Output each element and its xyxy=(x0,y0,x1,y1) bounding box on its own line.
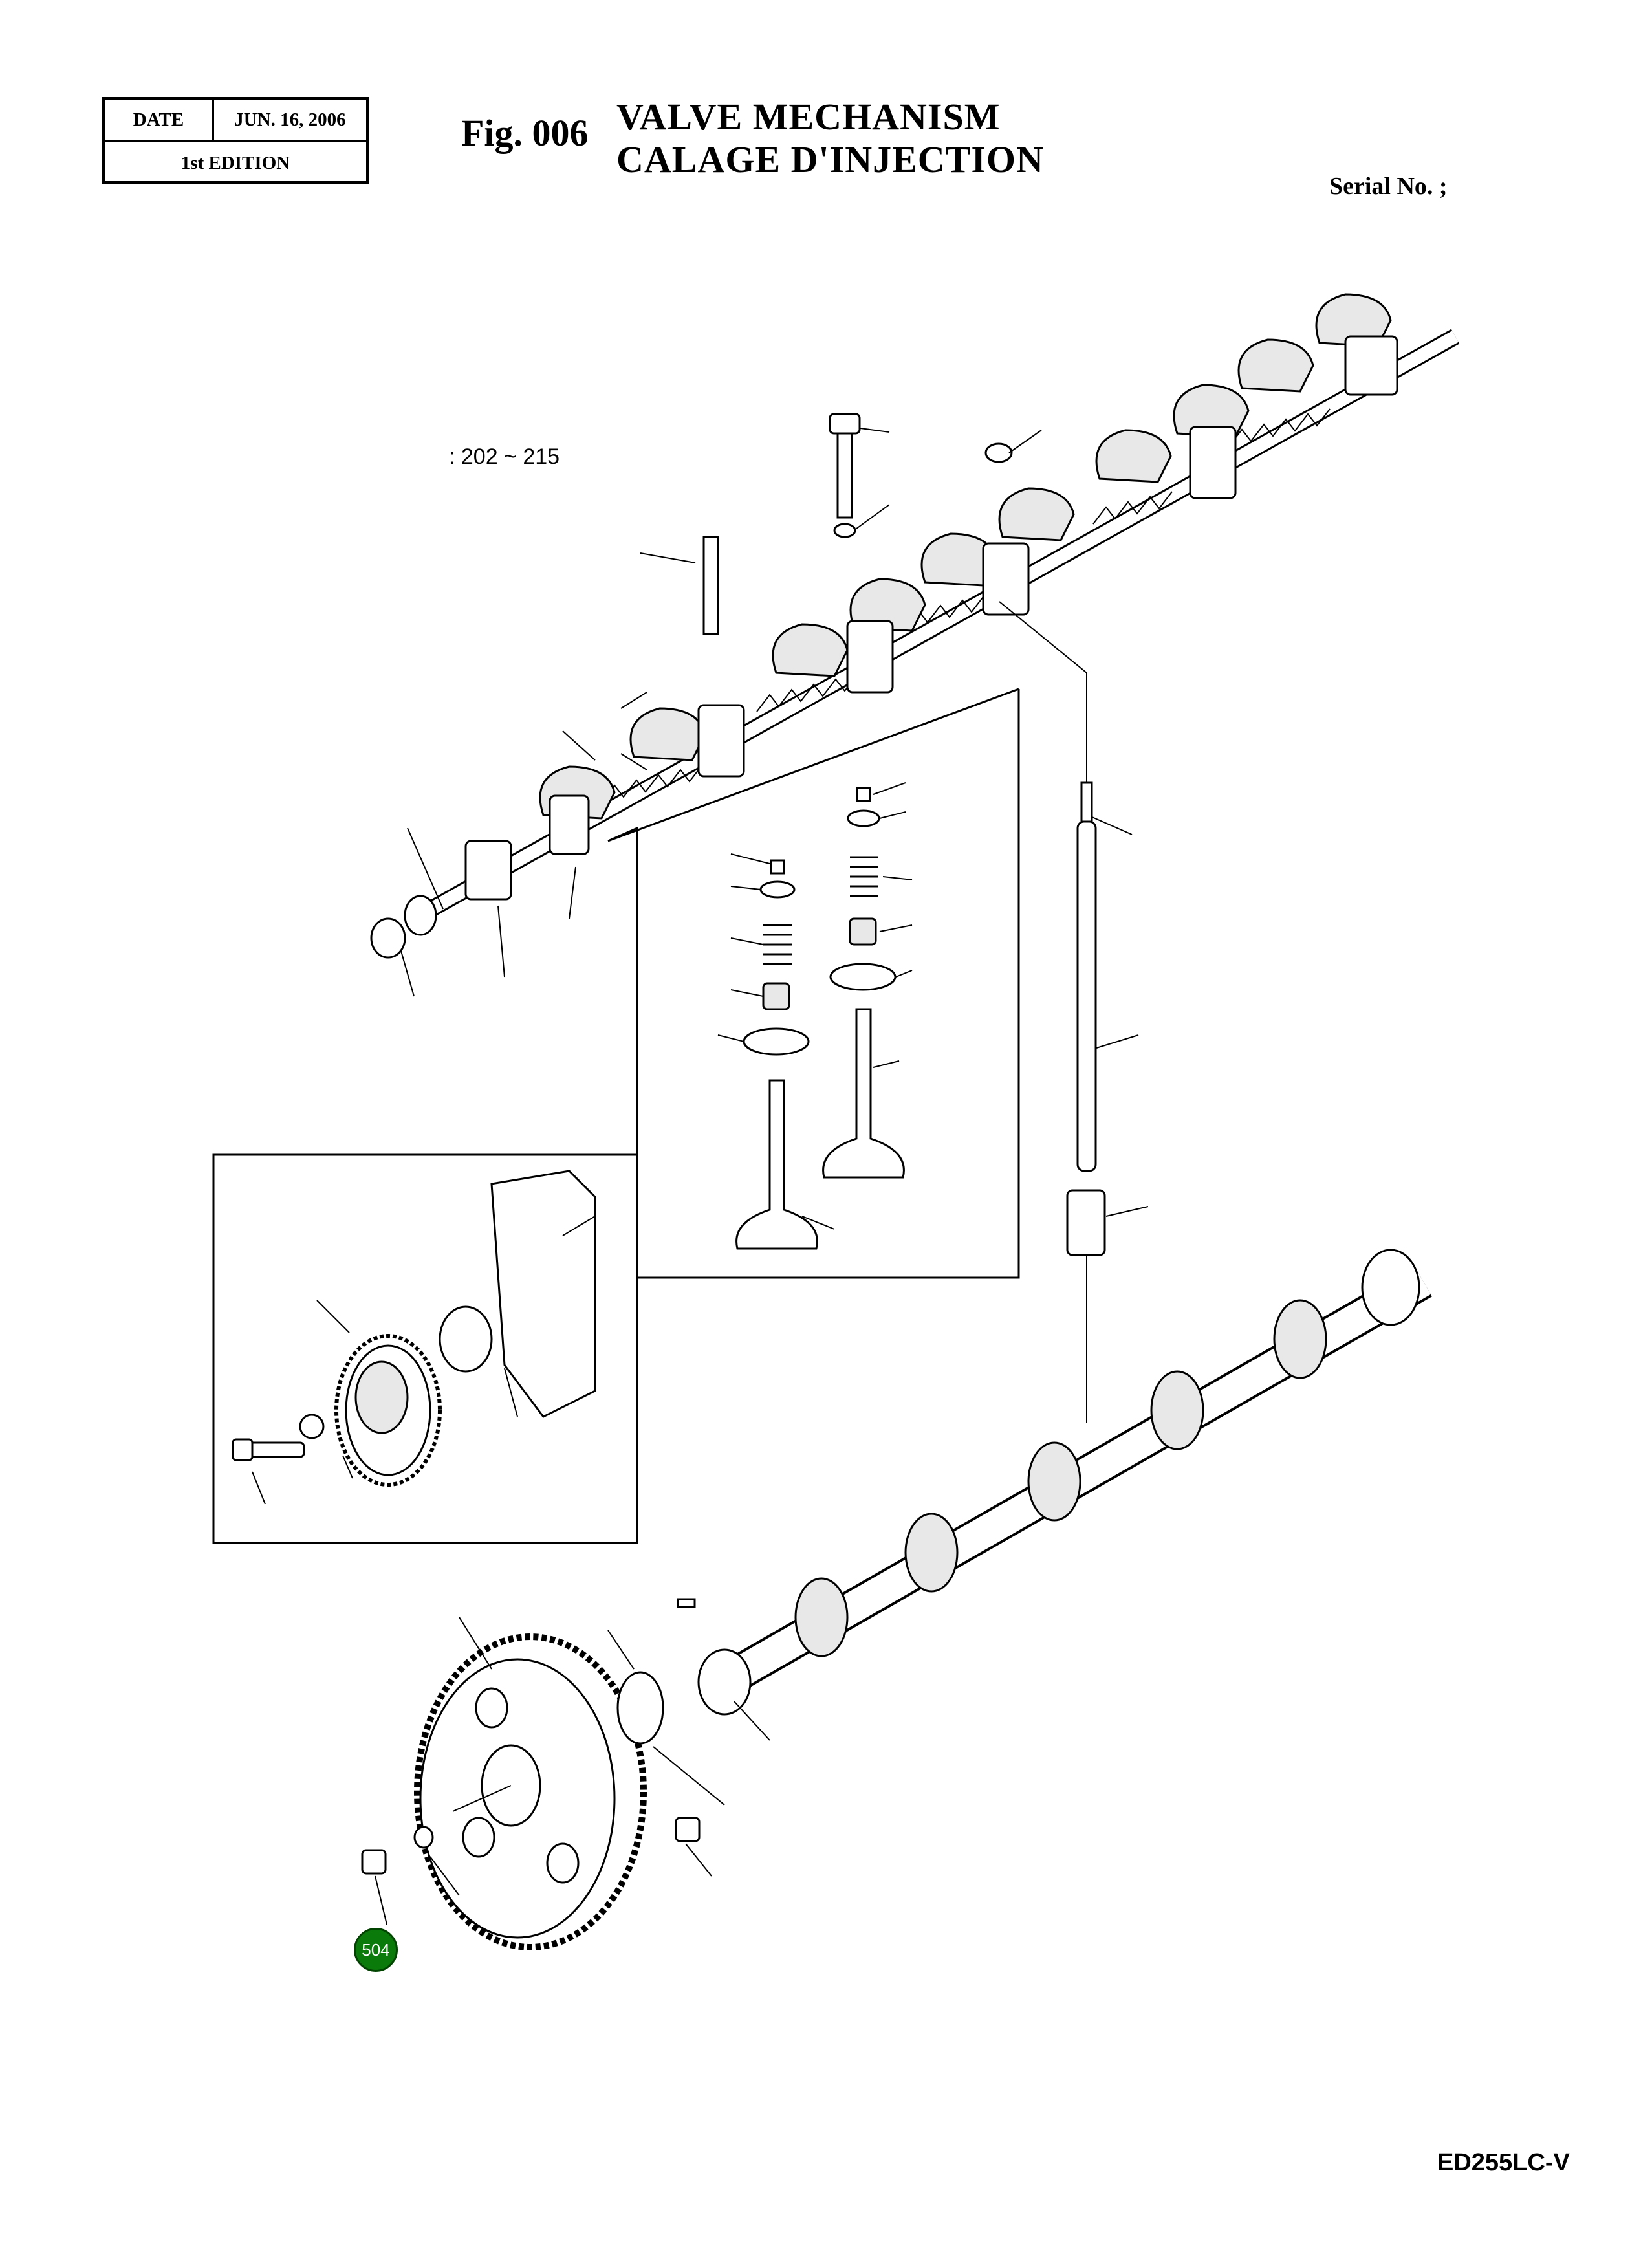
edition-label: 1st EDITION xyxy=(180,152,290,173)
camshaft-gear xyxy=(361,1617,725,1950)
date-row: DATE JUN. 16, 2006 xyxy=(105,100,366,142)
date-label: DATE xyxy=(105,100,214,140)
title-french: CALAGE D'INJECTION xyxy=(616,138,1044,180)
rocker-bolts xyxy=(702,413,1013,635)
push-rod-and-tappet xyxy=(1066,781,1106,1256)
figure-number: Fig. 006 xyxy=(461,112,589,154)
rocker-shaft-assembly xyxy=(370,293,1460,959)
leader-lines xyxy=(400,428,1149,1423)
model-code: ED255LC-V xyxy=(1437,2149,1570,2176)
date-box: DATE JUN. 16, 2006 1st EDITION xyxy=(102,97,369,184)
callout-504-button[interactable]: 504 xyxy=(354,1928,398,1972)
camshaft xyxy=(677,1249,1432,1741)
idle-gear-inset xyxy=(212,1153,638,1544)
date-value: JUN. 16, 2006 xyxy=(234,109,346,130)
part-range-note: : 202 ~ 215 xyxy=(449,444,560,469)
title-english: VALVE MECHANISM xyxy=(616,96,1001,138)
serial-number: Serial No. ; xyxy=(1329,173,1448,200)
